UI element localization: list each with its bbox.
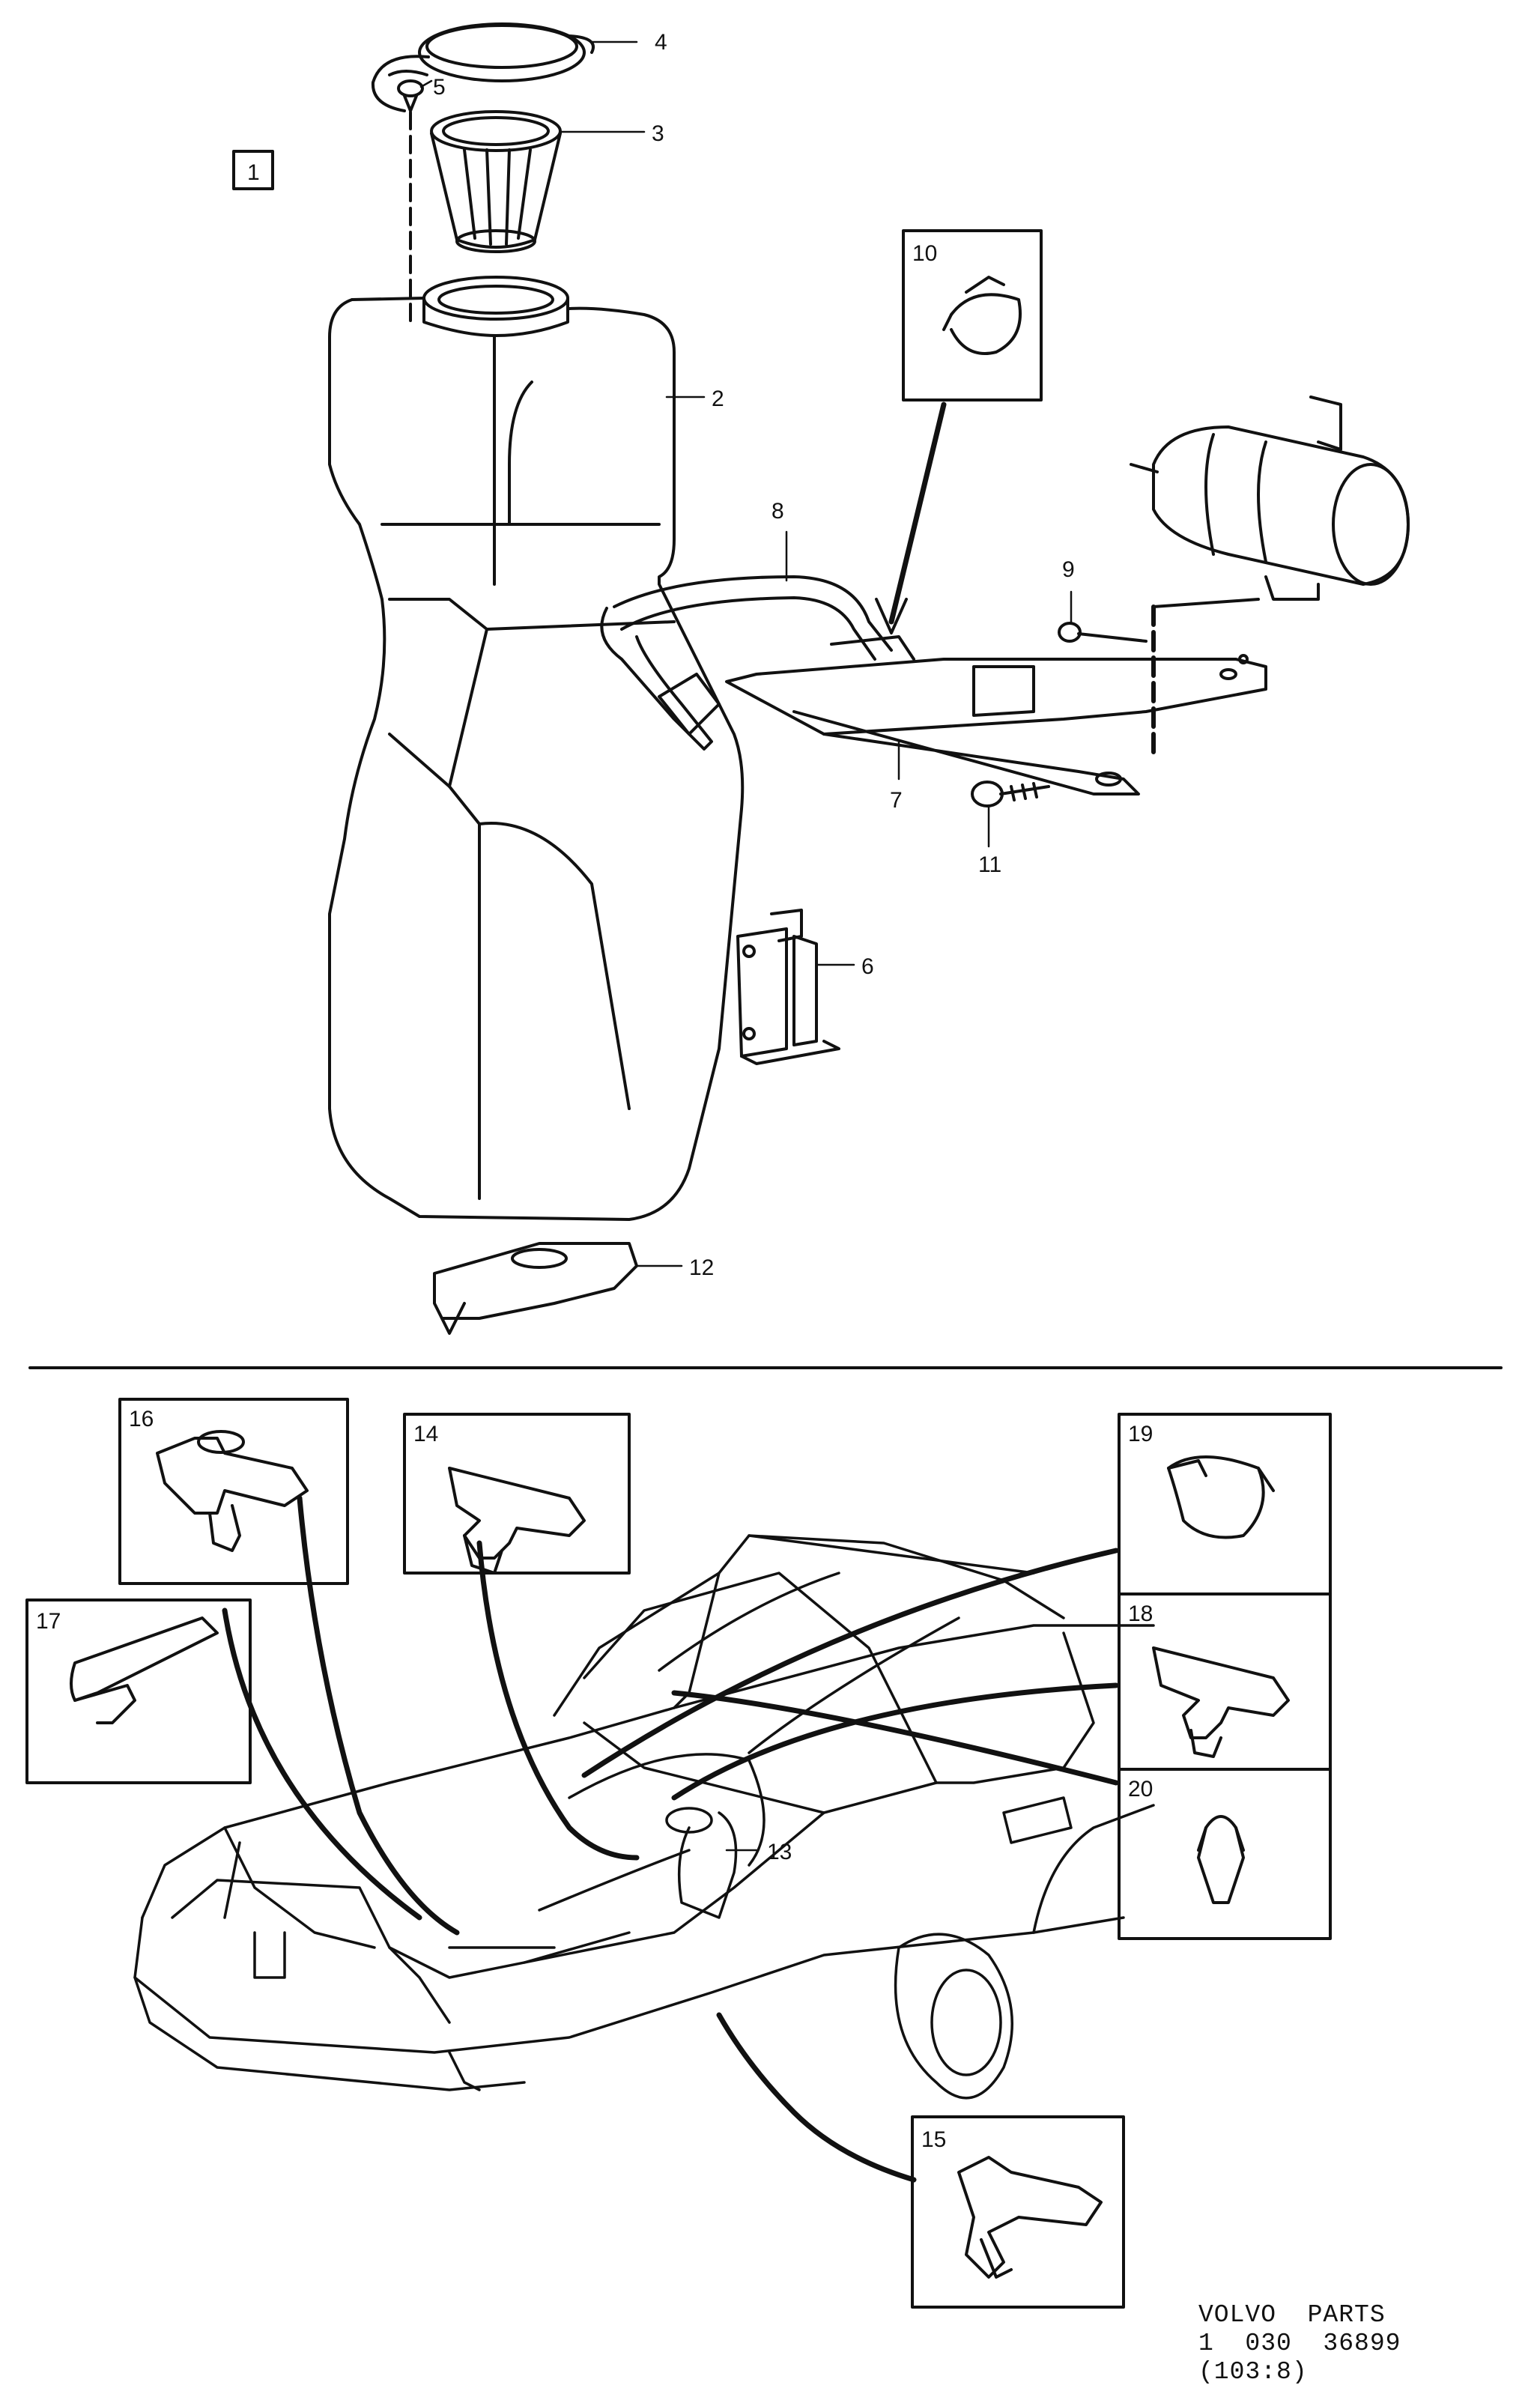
detail-box-10 <box>875 229 1043 634</box>
figure-marker: 1 <box>232 150 274 190</box>
washer-reservoir <box>328 276 745 1221</box>
screw-9 <box>1058 622 1148 643</box>
detail-box-17 <box>25 1598 252 1784</box>
callout-18: 18 <box>1128 1601 1153 1626</box>
figure-marker-text: 1 <box>247 160 260 185</box>
callout-14: 14 <box>413 1422 438 1446</box>
callout-6: 6 <box>861 954 874 979</box>
screw-11 <box>971 781 1050 807</box>
callout-3: 3 <box>652 121 664 146</box>
callout-15: 15 <box>921 2127 946 2152</box>
callout-leaders <box>419 40 1073 1852</box>
callout-5: 5 <box>433 75 446 100</box>
callout-20: 20 <box>1128 1777 1153 1801</box>
callout-8: 8 <box>771 499 784 524</box>
filler-strainer <box>430 110 562 253</box>
mounting-bracket <box>725 635 1267 796</box>
callout-9: 9 <box>1062 557 1075 582</box>
detail-box-15 <box>911 2115 1125 2309</box>
callout-13: 13 <box>767 1840 792 1864</box>
detail-box-14 <box>403 1413 631 1575</box>
callout-17: 17 <box>36 1609 61 1634</box>
detail-box-20 <box>1118 1768 1332 1940</box>
leader-lines <box>222 1495 1119 2183</box>
auxiliary-canister <box>1130 396 1410 759</box>
callout-16: 16 <box>129 1407 154 1431</box>
callout-2: 2 <box>712 387 724 411</box>
callout-11: 11 <box>978 852 1001 877</box>
callout-12: 12 <box>689 1255 714 1280</box>
callout-19: 19 <box>1128 1422 1153 1446</box>
callout-10: 10 <box>912 241 937 266</box>
credit-number: 1 030 36899 <box>1198 2330 1401 2357</box>
callout-4: 4 <box>655 30 667 55</box>
credit-brand: VOLVO PARTS <box>1198 2301 1386 2329</box>
detail-box-16 <box>118 1398 349 1585</box>
washer-pump <box>736 909 840 1065</box>
reservoir-strap <box>600 575 893 751</box>
callout-labels: 4 5 3 2 10 8 9 7 11 6 12 13 14 15 16 17 … <box>36 30 1153 2152</box>
parts-credit: VOLVO PARTS 1 030 36899 (103:8) <box>1198 2301 1401 2387</box>
reservoir-cap <box>371 22 595 112</box>
cap-strap-clip <box>397 79 424 324</box>
credit-section: (103:8) <box>1198 2358 1308 2386</box>
callout-7: 7 <box>890 788 903 813</box>
reservoir-base-bracket <box>433 1242 638 1335</box>
car-illustration <box>133 1534 1155 2100</box>
